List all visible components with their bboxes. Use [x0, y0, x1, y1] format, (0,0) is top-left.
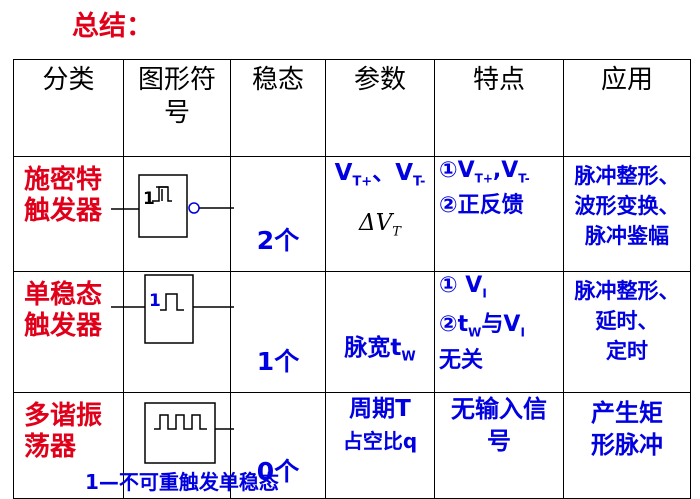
param-line: VT+、VT-: [326, 157, 434, 199]
param-text: 脉宽t: [344, 335, 402, 362]
feature-text: 与V: [481, 312, 521, 338]
symbol-label: 1: [143, 189, 155, 209]
param-cell: 周期T 占空比q: [325, 392, 435, 499]
row-name-line: 触发器: [24, 311, 103, 341]
multivibrator-symbol-cell: [123, 392, 234, 499]
feature-text: ① V: [439, 273, 483, 298]
row-name: 施密特 触发器: [13, 156, 124, 272]
feature-text: ,V: [492, 158, 519, 183]
feature-text: ①V: [439, 158, 475, 183]
feature-line: ②tW与VI: [439, 311, 563, 346]
app-line: 脉冲鉴幅: [585, 224, 669, 248]
param-sub: W: [401, 350, 416, 365]
header-param: 参数: [325, 59, 435, 157]
param-text: 、V: [372, 160, 414, 186]
row-name-line: 触发器: [24, 196, 103, 226]
app-line: 产生矩: [591, 399, 663, 427]
row-name: 单稳态 触发器: [13, 271, 124, 393]
symbol-label: 1: [149, 291, 161, 311]
page-title: 总结：: [72, 11, 153, 42]
app-line: 定时: [606, 339, 648, 363]
feature-line: ②正反馈: [439, 193, 524, 219]
app-line: 波形变换、: [574, 194, 680, 218]
param-text: ΔV: [359, 209, 393, 236]
row-name-line: 单稳态: [24, 280, 103, 310]
steady-count: 2个: [230, 156, 326, 272]
steady-count: 0个: [230, 392, 326, 499]
feature-sub: I: [520, 325, 525, 340]
header-category: 分类: [13, 59, 124, 157]
steady-count: 1个: [230, 271, 326, 393]
feature-line: ①VT+,VT-: [439, 157, 563, 192]
header-application: 应用: [563, 59, 691, 157]
schmitt-symbol-cell: 1: [111, 156, 234, 272]
feature-sub: W: [468, 325, 482, 340]
param-line: 占空比q: [342, 429, 418, 453]
feature-line: 号: [487, 427, 511, 455]
multivibrator-symbol-icon: [144, 402, 234, 464]
row-name-line: 荡器: [24, 432, 77, 462]
feature-line: ① VI: [439, 272, 563, 307]
header-symbol: 图形符号: [123, 59, 231, 157]
feature-cell: 无输入信 号: [434, 392, 564, 499]
header-symbol-text: 图形符号: [137, 65, 216, 128]
param-cell: VT+、VT- ΔVT: [325, 156, 435, 272]
application-cell: 脉冲整形、 延时、 定时: [563, 271, 691, 393]
monostable-symbol-icon: 1: [111, 274, 234, 344]
param-line: 周期T: [349, 396, 411, 422]
monostable-symbol-cell: 1: [111, 271, 234, 393]
feature-sub: T+: [474, 171, 493, 186]
table-row: 单稳态 触发器 1 1个 脉宽tW ① VI ②tW与VI 无关 脉冲整形、 延…: [13, 271, 691, 393]
feature-sub: T-: [518, 171, 530, 186]
feature-cell: ① VI ②tW与VI 无关: [434, 271, 564, 393]
param-sub: T-: [413, 174, 426, 190]
app-line: 形脉冲: [591, 431, 663, 459]
delta-vt: ΔVT: [326, 207, 434, 249]
param-sub: T: [392, 224, 401, 240]
footnote: 1—不可重触发单稳态: [85, 470, 279, 494]
app-line: 脉冲整形、: [574, 164, 680, 188]
feature-text: ②t: [439, 312, 469, 338]
param-text: V: [334, 160, 353, 186]
app-line: 脉冲整形、: [574, 279, 680, 303]
param-cell: 脉宽tW: [325, 271, 435, 393]
feature-sub: I: [482, 286, 487, 301]
table-row: 多谐振 荡器 0个 周期T 占空比q 无输入信 号 产生矩 形脉冲: [13, 392, 691, 499]
row-name-line: 多谐振: [24, 401, 103, 431]
table-row: 施密特 触发器 1 2个 VT+、VT- ΔVT ①VT+,VT- ②正反馈: [13, 156, 691, 272]
param-sub: T+: [352, 174, 373, 190]
feature-line: 无输入信: [451, 395, 547, 423]
app-line: 延时、: [595, 309, 659, 333]
summary-table: 分类 图形符号 稳态 参数 特点 应用 施密特 触发器 1 2个 VT+、V: [13, 59, 691, 499]
application-cell: 产生矩 形脉冲: [563, 392, 691, 499]
header-feature: 特点: [434, 59, 564, 157]
application-cell: 脉冲整形、 波形变换、 脉冲鉴幅: [563, 156, 691, 272]
header-row: 分类 图形符号 稳态 参数 特点 应用: [13, 59, 691, 157]
schmitt-trigger-symbol-icon: 1: [111, 174, 234, 238]
feature-line: 无关: [439, 347, 484, 373]
header-steady: 稳态: [230, 59, 326, 157]
row-name-line: 施密特: [24, 165, 103, 195]
row-name: 多谐振 荡器: [13, 392, 124, 499]
feature-cell: ①VT+,VT- ②正反馈: [434, 156, 564, 272]
